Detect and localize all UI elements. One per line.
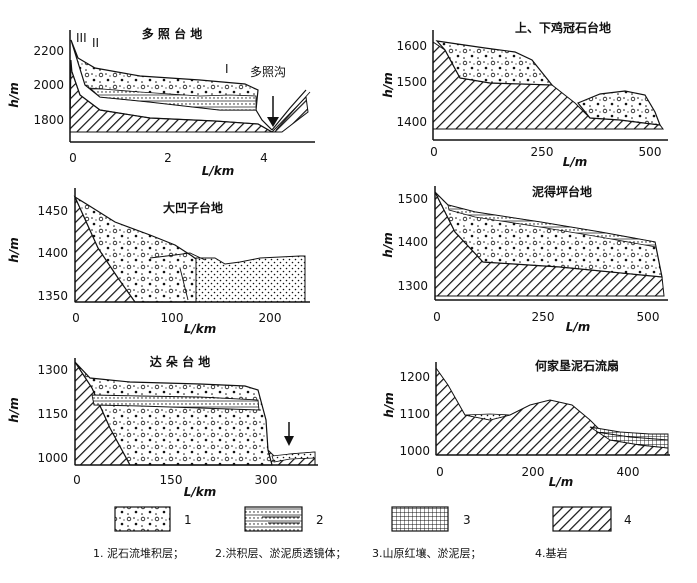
x-tick: 0: [430, 145, 438, 159]
y-tick: 1150: [37, 407, 68, 421]
y-tick: 1400: [37, 246, 68, 260]
legend-swatch-debris: [114, 506, 171, 532]
x-tick: 2: [164, 151, 172, 165]
annotation-gully: 多照沟: [250, 65, 286, 79]
y-tick: 1450: [37, 204, 68, 218]
x-tick: 0: [433, 310, 441, 324]
y-tick: 1500: [396, 75, 427, 89]
caption-item: 4.基岩: [535, 546, 568, 560]
x-tick: 0: [69, 151, 77, 165]
x-axis-label: L/km: [184, 485, 217, 499]
panel-title: 泥得坪台地: [532, 184, 592, 199]
panel-daaozi: 1450 1400 1350 h/m 0 100 200 L/km 大凹子台地: [7, 188, 310, 336]
y-tick: 1600: [396, 39, 427, 53]
y-tick: 1500: [397, 192, 428, 206]
x-tick: 500: [637, 310, 660, 324]
alluvial-fill: [271, 451, 316, 463]
y-tick: 1000: [399, 444, 430, 458]
panel-daduo: 1300 1150 1000 h/m 0 150 300 L/km 达 朵 台 …: [7, 354, 318, 499]
x-axis-label: L/m: [563, 155, 588, 169]
y-axis-label: h/m: [7, 397, 21, 422]
legend-number: 1: [184, 513, 192, 527]
panel-title: 多 照 台 地: [142, 26, 203, 41]
y-tick: 1800: [33, 113, 64, 127]
debris-layer: [435, 40, 554, 86]
x-tick: 250: [531, 145, 554, 159]
x-tick: 200: [259, 311, 282, 325]
legend-number: 4: [624, 513, 632, 527]
debris-layer-fan: [577, 90, 661, 126]
x-axis-label: L/m: [566, 320, 591, 334]
x-tick: 150: [160, 473, 183, 487]
legend-caption: 1. 泥石流堆积层； 2.洪积层、淤泥质透镜体； 3.山原红壤、淤泥层； 4.基…: [93, 546, 568, 560]
x-axis-label: L/km: [202, 164, 235, 178]
panel-nidepeng: 1500 1400 1300 h/m 0 250 500 L/m 泥得坪台地: [381, 184, 668, 334]
legend-swatch-alluvial: [244, 506, 303, 532]
y-tick: 2200: [33, 44, 64, 58]
alluvial-fill: [195, 255, 306, 303]
x-tick: 0: [73, 473, 81, 487]
surface-layer: [447, 204, 657, 248]
panel-duozhao: 2200 2000 1800 h/m 0 2 4 L/km 多 照 台 地 II…: [7, 26, 315, 178]
legend: 1 2 3 4: [114, 506, 632, 532]
x-tick: 500: [639, 145, 662, 159]
panel-title: 何家垦泥石流扇: [535, 358, 619, 373]
panel-title: 上、下鸡冠石台地: [515, 20, 611, 35]
y-tick: 2000: [33, 78, 64, 92]
y-tick: 1300: [37, 363, 68, 377]
caption-item: 2.洪积层、淤泥质透镜体；: [215, 546, 347, 560]
x-axis-label: L/m: [549, 475, 574, 489]
x-tick: 300: [255, 473, 278, 487]
y-axis-label: h/m: [382, 392, 396, 417]
debris-layer: [74, 361, 273, 466]
y-tick: 1400: [397, 235, 428, 249]
y-axis-label: h/m: [7, 82, 21, 107]
panel-title: 达 朵 台 地: [150, 354, 211, 369]
lens-layer: [88, 87, 257, 111]
legend-swatch-hatch: [552, 506, 612, 532]
legend-number: 3: [463, 513, 471, 527]
x-tick: 400: [617, 465, 640, 479]
panel-shangxia: 1600 1500 1400 h/m 0 250 500 L/m 上、下鸡冠石台…: [381, 20, 668, 169]
y-tick: 1100: [399, 407, 430, 421]
x-axis-label: L/km: [184, 322, 217, 336]
x-tick: 100: [161, 311, 184, 325]
y-tick: 1000: [37, 451, 68, 465]
y-axis-label: h/m: [7, 237, 21, 262]
panel-hejiaying: 1200 1100 1000 h/m 0 200 400 L/m 何家垦泥石流扇: [382, 358, 670, 489]
x-tick: 0: [436, 465, 444, 479]
legend-number: 2: [316, 513, 324, 527]
x-tick: 250: [532, 310, 555, 324]
y-axis-label: h/m: [381, 232, 395, 257]
x-tick: 4: [260, 151, 268, 165]
alluvial-fill: [464, 413, 511, 421]
grid-layer: [589, 426, 669, 449]
caption-item: 1. 泥石流堆积层；: [93, 546, 184, 560]
legend-swatch-grid: [391, 506, 449, 532]
annotation-ii: II: [92, 36, 99, 50]
caption-item: 3.山原红壤、淤泥层；: [372, 546, 482, 560]
y-tick: 1350: [37, 289, 68, 303]
annotation-i: I: [225, 62, 229, 76]
y-tick: 1300: [397, 279, 428, 293]
annotation-iii: III: [76, 31, 87, 45]
y-tick: 1200: [399, 370, 430, 384]
panel-title: 大凹子台地: [163, 200, 223, 215]
x-tick: 200: [522, 465, 545, 479]
lens-layer: [91, 394, 260, 411]
y-axis-label: h/m: [381, 72, 395, 97]
x-tick: 0: [72, 311, 80, 325]
y-tick: 1400: [396, 115, 427, 129]
